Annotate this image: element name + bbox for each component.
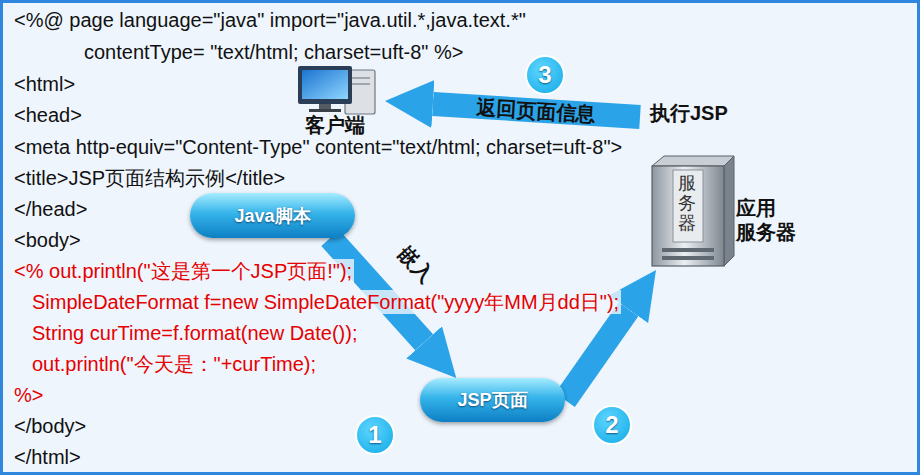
node-label: JSP页面 [457,388,527,412]
app-server: 执行JSP 服务器 应用 服务器 [640,100,800,270]
node-caption: 应用 服务器 [736,196,800,244]
tower-slot [350,77,370,79]
arrow-label: 返回页面信息 [476,96,597,125]
client-screen [302,70,348,99]
server-side [724,156,734,266]
script-pill: Java脚本 [190,193,355,238]
node-label: Java脚本 [234,204,310,228]
client: 客户端 [285,66,385,136]
callout-number: 2 [592,405,632,445]
server-top [652,156,734,166]
flow-arrow [565,309,628,400]
code-line: <head> [12,103,84,127]
code-line: </html> [12,445,83,469]
code-line: </head> [12,197,89,221]
code-line: <title>JSP页面结构示例</title> [12,166,287,190]
server-icon [652,156,734,266]
monitor-stand [319,104,331,109]
code-line: String curTime=f.format(new Date()); [30,321,359,345]
code-line: <meta http-equiv="Content-Type" content=… [12,135,624,159]
monitor-base [309,109,341,112]
code-line: %> [12,383,45,407]
server-face-label: 服务器 [678,174,696,233]
client-computer-icon [298,66,375,114]
code-line: SimpleDateFormat f=new SimpleDateFormat(… [30,290,621,314]
node-label: 客户端 [305,114,365,136]
server-slot [662,256,714,260]
server-slot [662,248,714,252]
server-panel [673,170,703,242]
callout-number: 3 [525,55,565,95]
client-monitor [298,66,352,104]
jsp-page-pill: JSP页面 [420,378,565,422]
code-line: out.println("今天是："+curTime); [30,352,318,376]
code-line: <%@ page language="java" import="java.ut… [12,8,528,32]
code-line: </body> [12,414,88,438]
server-front [652,166,724,266]
tower-slot [350,83,370,85]
callout-number: 1 [355,415,395,455]
code-line: <html> [12,72,77,96]
code-line: contentType= "text/html; charset=uft-8" … [82,40,465,64]
code-line: <% out.println("这是第一个JSP页面!"); [12,259,354,283]
node-heading: 执行JSP [650,100,728,127]
code-line: <body> [12,228,83,252]
arrow-label: 嵌入 [394,242,437,286]
